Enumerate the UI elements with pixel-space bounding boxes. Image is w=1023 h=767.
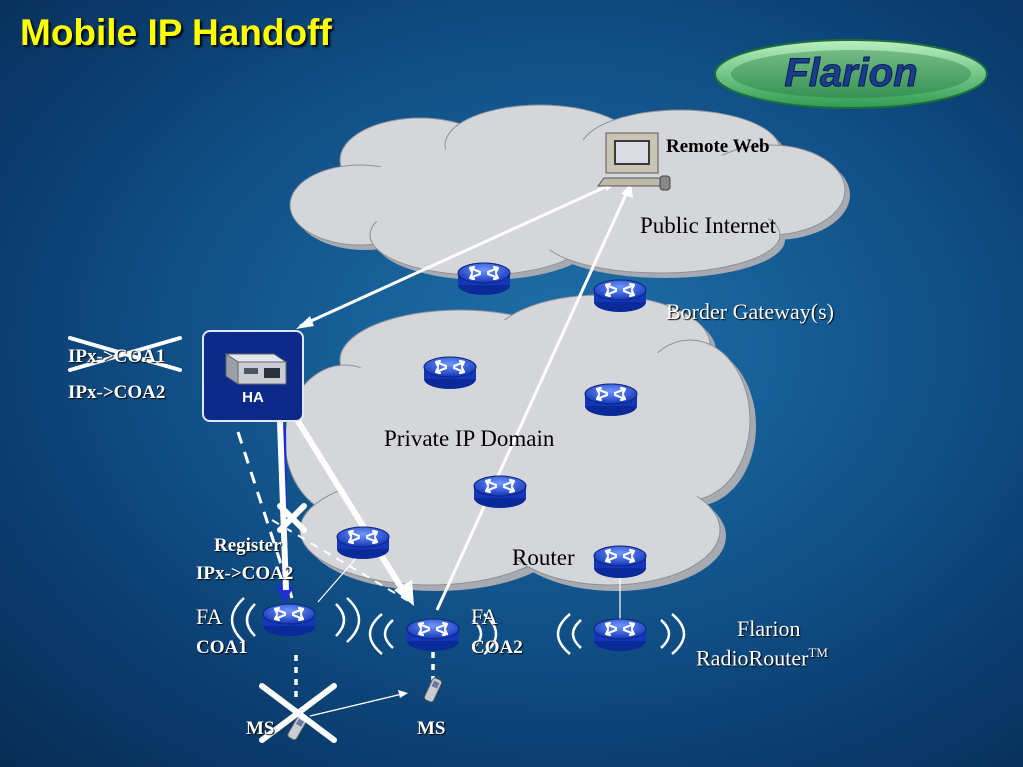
flarion-label: Flarion xyxy=(737,616,801,641)
ha-label: HA xyxy=(242,389,264,406)
binding-cross-out-icon xyxy=(68,336,182,372)
public-internet-label: Public Internet xyxy=(640,213,777,238)
trademark-mark: TM xyxy=(808,645,828,660)
router-label: Router xyxy=(512,545,575,570)
ms-new-label: MS xyxy=(417,718,446,739)
link-fa1-router xyxy=(317,555,359,603)
cross-out-icon xyxy=(259,503,337,743)
logo-text: Flarion xyxy=(784,51,917,95)
tunnel-old-dashed xyxy=(236,431,294,599)
ms-old-label: MS xyxy=(246,718,275,739)
ms-to-web-arrow xyxy=(435,183,633,611)
fa-right-label: FA xyxy=(471,604,498,629)
binding-new-label: IPx->COA2 xyxy=(68,382,166,403)
computer-icon xyxy=(597,132,671,191)
radio-wave-icon xyxy=(230,597,686,655)
fa-left-coa-label: COA1 xyxy=(196,637,248,658)
register-binding-label: IPx->COA2 xyxy=(196,563,294,584)
tunnel-new-dashed xyxy=(271,519,411,603)
home-agent-device-icon xyxy=(224,353,288,385)
ms-move-arrow xyxy=(309,690,408,717)
public-internet-cloud xyxy=(289,104,850,280)
home-agent: HA xyxy=(202,330,304,422)
flarion-logo: Flarion xyxy=(714,39,988,109)
binding-old-label: IPx->COA1 xyxy=(68,346,166,367)
border-gateway-label: Border Gateway(s) xyxy=(666,299,834,324)
fa-left-label: FA xyxy=(196,604,223,629)
radiorouter-label: RadioRouterTM xyxy=(696,645,828,671)
fa-right-coa-label: COA2 xyxy=(471,637,523,658)
radiorouter-text: RadioRouter xyxy=(696,645,809,671)
remote-web-label: Remote Web xyxy=(666,136,770,157)
private-domain-label: Private IP Domain xyxy=(384,426,555,451)
slide-title: Mobile IP Handoff xyxy=(20,12,332,53)
register-label: Register xyxy=(214,535,282,556)
